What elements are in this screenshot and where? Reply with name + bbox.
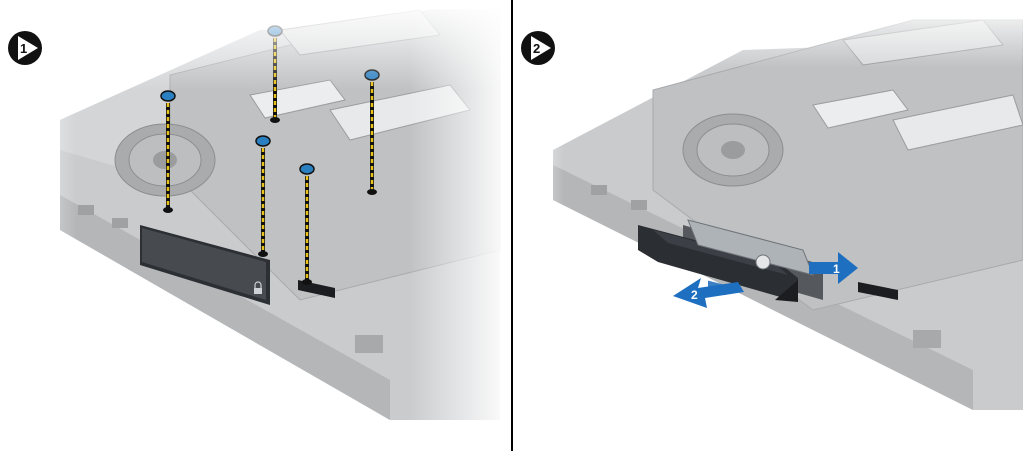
step-1-number: 1 [20,41,27,56]
step-2-drawing: 1 2 2 [513,0,1023,451]
step-1-panel: 1 [0,0,511,451]
panel-divider [511,0,513,451]
step-2-panel: 1 2 2 [513,0,1023,451]
step-1-badge: 1 [8,31,42,65]
step-2-badge: 2 [521,31,555,65]
step-2-number: 2 [533,41,540,56]
step-1-drawing: 1 [0,0,511,451]
